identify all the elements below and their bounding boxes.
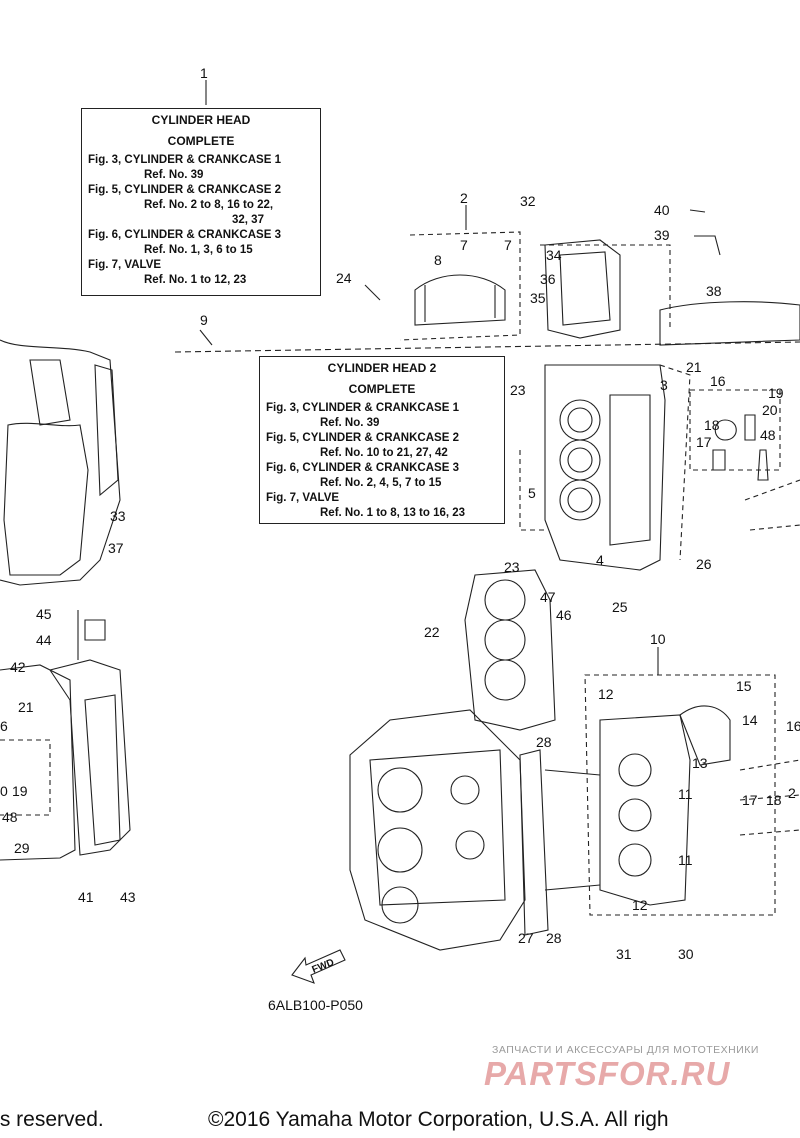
note-box-cylinder-head: CYLINDER HEAD COMPLETE Fig. 3, CYLINDER … [81,108,321,296]
callout: 30 [678,946,694,962]
callout: 44 [36,632,52,648]
note-subtitle: COMPLETE [167,134,235,148]
callout: 31 [616,946,632,962]
note-title: CYLINDER HEAD 2 [327,361,437,375]
callout: 9 [200,312,208,328]
callout: 47 [540,589,556,605]
left-gasket-assembly [0,339,121,586]
callout: 46 [556,607,572,623]
cylinder-head-main [544,364,666,571]
footer-copyright: ©2016 Yamaha Motor Corporation, U.S.A. A… [208,1108,669,1131]
callout: 10 [650,631,666,647]
callout: 7 [504,237,512,253]
callout: 21 [18,699,34,715]
callout: 15 [736,678,752,694]
callout: 25 [612,599,628,615]
callout: 38 [706,283,722,299]
note-line: Ref. No. 2, 4, 5, 7 to 15 [320,477,442,489]
figure-code: 6ALB100-P050 [268,997,363,1013]
callout-labels: 1 2 32 40 39 7 7 34 8 36 35 38 24 9 3 21… [0,65,800,976]
callout: 29 [14,840,30,856]
fwd-arrow [291,949,346,984]
note-line: Fig. 6, CYLINDER & CRANKCASE 3 [266,462,459,474]
callout: 19 [768,385,784,401]
note-line: Fig. 5, CYLINDER & CRANKCASE 2 [266,432,459,444]
watermark-text: ЗАПЧАСТИ И АКСЕССУАРЫ ДЛЯ МОТОТЕХНИКИ [492,1044,759,1056]
callout: 20 [762,402,778,418]
callout: 32 [520,193,536,209]
callout: 3 [660,377,668,393]
callout: 28 [536,734,552,750]
callout: 26 [696,556,712,572]
callout: 13 [692,755,708,771]
note-line: Ref. No. 39 [144,169,204,181]
callout: 35 [530,290,546,306]
note-line: Fig. 5, CYLINDER & CRANKCASE 2 [88,184,281,196]
callout: 18 [704,417,720,433]
note-line: Ref. No. 1 to 12, 23 [144,274,247,286]
footer-rights-left: ts reserved. [0,1108,104,1131]
note-subtitle: COMPLETE [348,382,416,396]
callout: 45 [36,606,52,622]
callout: 37 [108,540,124,556]
callout: 42 [10,659,26,675]
watermark-logo: PARTSFOR.RU [484,1055,731,1092]
callout: 11 [678,852,693,868]
callout: 36 [540,271,556,287]
callout: 8 [434,252,442,268]
callout: 1 [200,65,208,81]
note-box-cylinder-head-2: CYLINDER HEAD 2 COMPLETE Fig. 3, CYLINDE… [259,356,505,524]
callout: 40 [654,202,670,218]
callout: 21 [686,359,702,375]
callout: 22 [424,624,440,640]
callout: 17 [696,434,712,450]
note-line: Fig. 3, CYLINDER & CRANKCASE 1 [88,154,281,166]
callout: 48 [2,809,18,825]
callout: 19 [12,783,28,799]
note-line: Ref. No. 10 to 21, 27, 42 [320,447,448,459]
engine-block [349,709,526,951]
callout: 43 [120,889,136,905]
callout: 4 [596,552,604,568]
note-line: Fig. 7, VALVE [88,259,162,271]
callout: 2 [460,190,468,206]
note-line: Fig. 7, VALVE [266,492,340,504]
callout: 12 [632,897,648,913]
callout: 16 [710,373,726,389]
note-line: Ref. No. 1 to 8, 13 to 16, 23 [320,507,466,519]
callout: 17 [742,792,758,808]
note-line: Fig. 6, CYLINDER & CRANKCASE 3 [88,229,281,241]
callout: 23 [504,559,520,575]
note-line: Fig. 3, CYLINDER & CRANKCASE 1 [266,402,459,414]
callout: 27 [518,930,534,946]
callout: 6 [0,718,8,734]
callout: 34 [546,247,562,263]
callout: 5 [528,485,536,501]
callout: 16 [786,718,800,734]
note-line: Ref. No. 39 [320,417,380,429]
callout: 23 [510,382,526,398]
note-line: Ref. No. 1, 3, 6 to 15 [144,244,253,256]
callout: 7 [460,237,468,253]
callout: 48 [760,427,776,443]
callout: 41 [78,889,94,905]
note-title: CYLINDER HEAD [151,113,251,127]
note-line: 32, 37 [232,214,264,226]
note-line: Ref. No. 2 to 8, 16 to 22, [144,199,274,211]
callout: 2 [788,785,796,801]
callout: 18 [766,792,782,808]
callout: 33 [110,508,126,524]
head-gasket [464,569,556,731]
callout: 28 [546,930,562,946]
callout: 0 [0,783,8,799]
left-head-exhaust-cover [0,664,76,861]
callout: 24 [336,270,352,286]
callout: 11 [678,786,693,802]
fwd-label: FWD [311,957,336,976]
callout: 14 [742,712,758,728]
callout: 39 [654,227,670,243]
cylinder-head-right [599,714,691,906]
callout: 12 [598,686,614,702]
